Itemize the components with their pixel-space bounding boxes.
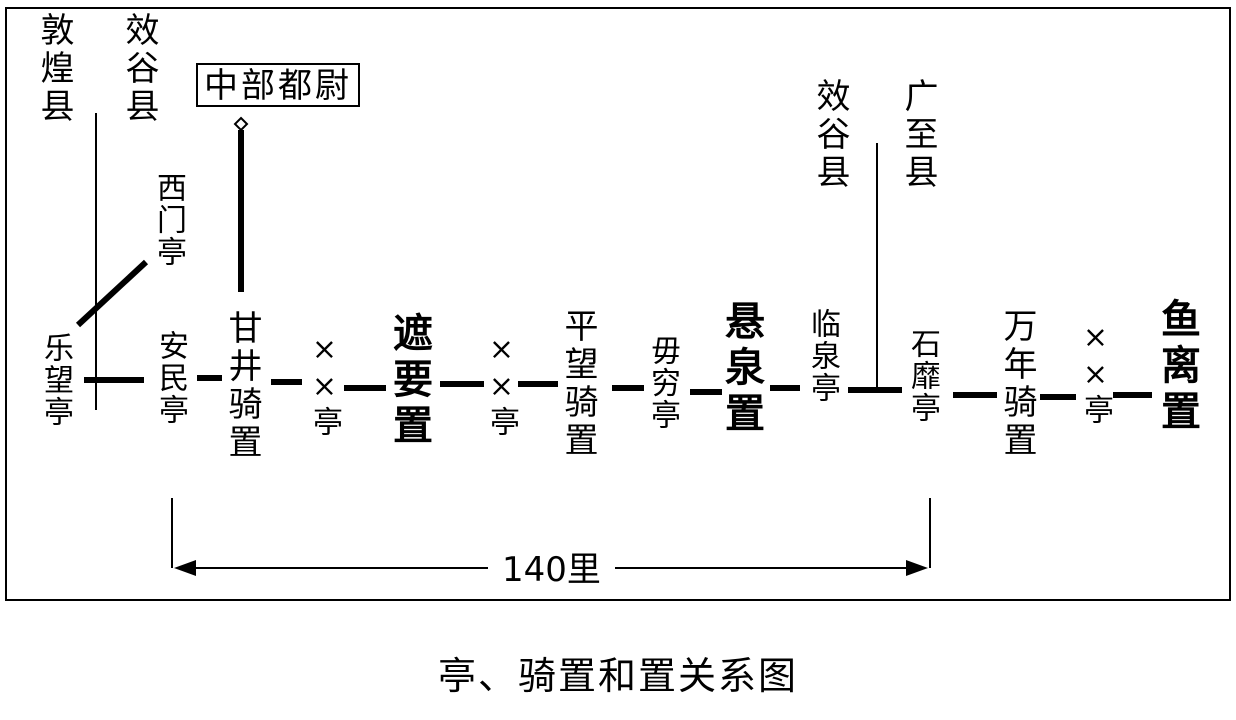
label-ganjing-qizhi: 甘井骑置: [222, 310, 262, 462]
label-yuli-zhi: 鱼离置: [1154, 298, 1201, 436]
label-shimi-ting: 石靡亭: [905, 328, 940, 424]
arrow-left-icon: [174, 560, 196, 576]
diagram-frame: [5, 7, 1231, 601]
label-lewang-ting: 乐望亭: [38, 332, 73, 428]
main-road: [84, 375, 1152, 400]
diagram-caption: 亭、骑置和置关系图: [437, 654, 798, 698]
label-pingwang-qizhi: 平望骑置: [558, 308, 598, 460]
arrow-right-icon: [906, 560, 928, 576]
label-linquan-ting: 临泉亭: [805, 308, 840, 404]
distance-label: 140里: [488, 548, 615, 592]
label-xx-ting-2: ××亭: [484, 332, 519, 438]
label-xx-ting-3: ××亭: [1078, 320, 1113, 426]
label-dunhuang-county: 敦煌县: [34, 12, 74, 126]
label-anmin-ting: 安民亭: [153, 330, 188, 426]
label-xuanquan-zhi: 悬泉置: [718, 300, 765, 438]
label-xx-ting-1: ××亭: [307, 332, 342, 438]
label-xiaogu-county-west: 效谷县: [119, 12, 159, 126]
zhongbu-marker-icon: [233, 116, 249, 132]
label-wuqiong-ting: 毋穷亭: [645, 335, 680, 431]
label-wannian-qizhi: 万年骑置: [997, 308, 1037, 460]
label-xiaogu-county-east: 效谷县: [810, 78, 850, 192]
label-zhongbu-duwei: 中部都尉: [196, 63, 360, 107]
label-zheyao-zhi: 遮要置: [386, 312, 433, 450]
label-ximen-ting: 西门亭: [151, 172, 186, 268]
label-guangzhi-county: 广至县: [898, 78, 938, 192]
road-ximen: [75, 259, 149, 328]
